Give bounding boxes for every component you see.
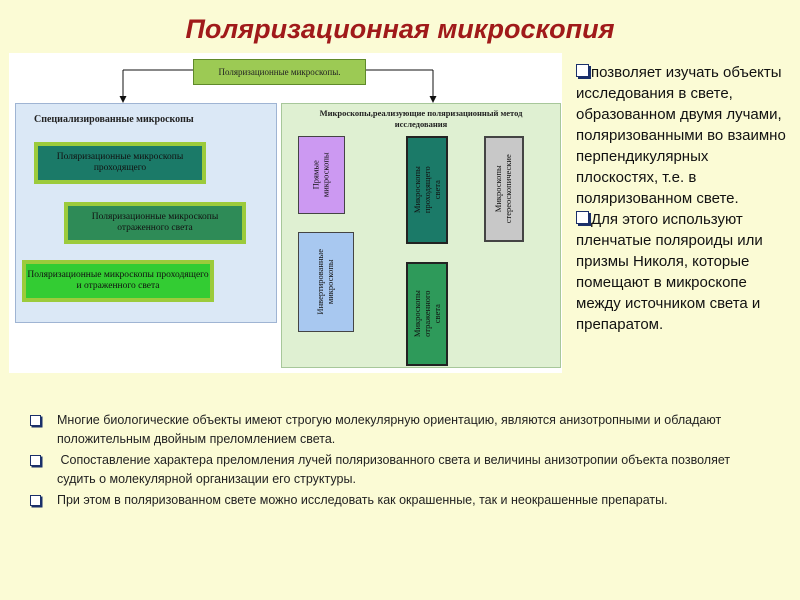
inverted-microscopes-box: Инвертированные микроскопы	[298, 232, 354, 332]
list-item: Многие биологические объекты имеют строг…	[30, 411, 770, 449]
description-text: позволяет изучать объекты исследования в…	[576, 64, 786, 207]
bullet-list: Многие биологические объекты имеют строг…	[30, 411, 770, 512]
specialized-microscopes-group: Специализированные микроскопы Поляризаци…	[15, 103, 277, 323]
transmitted-reflected-polarization-label: Поляризационные микроскопы проходящего и…	[26, 264, 210, 298]
checkbox-bullet-icon	[576, 64, 589, 77]
description-item: Для этого используют пленчатые поляроиды…	[576, 209, 794, 335]
page-title: Поляризационная микроскопия	[185, 14, 615, 44]
stereo-microscopes-label: Микроскопы стереоскопические	[493, 154, 514, 224]
list-item-text: При этом в поляризованном свете можно ис…	[57, 493, 668, 507]
direct-microscopes-label: Прямые микроскопы	[310, 152, 331, 198]
square-bullet-icon	[30, 495, 41, 506]
list-item: Сопоставление характера преломления луче…	[30, 451, 770, 489]
reflected-polarization-box: Поляризационные микроскопы отраженного с…	[64, 202, 246, 244]
stereo-microscopes-box: Микроскопы стереоскопические	[484, 136, 524, 242]
direct-microscopes-box: Прямые микроскопы	[298, 136, 345, 214]
list-item-text: Многие биологические объекты имеют строг…	[57, 413, 722, 446]
transmitted-light-box: Микроскопы проходящего света	[406, 136, 448, 244]
description-block: позволяет изучать объекты исследования в…	[576, 62, 794, 335]
specialized-microscopes-header: Специализированные микроскопы	[34, 114, 194, 125]
inverted-microscopes-label: Инвертированные микроскопы	[315, 249, 335, 315]
list-item: При этом в поляризованном свете можно ис…	[30, 491, 770, 510]
checkbox-bullet-icon	[576, 211, 589, 224]
reflected-light-box: Микроскопы отраженного света	[406, 262, 448, 366]
polarization-method-header: Микроскопы,реализующие поляризационный м…	[286, 108, 556, 130]
description-item: позволяет изучать объекты исследования в…	[576, 62, 794, 209]
description-text: Для этого используют пленчатые поляроиды…	[576, 211, 763, 333]
reflected-light-label: Микроскопы отраженного света	[411, 290, 441, 338]
list-item-text: Сопоставление характера преломления луче…	[57, 453, 734, 486]
polarization-diagram: Поляризационные микроскопы. Специализиро…	[9, 53, 562, 373]
polarization-microscopes-box: Поляризационные микроскопы.	[193, 59, 366, 85]
transmitted-polarization-label: Поляризационные микроскопы проходящего	[38, 146, 202, 180]
transmitted-reflected-polarization-box: Поляризационные микроскопы проходящего и…	[22, 260, 214, 302]
reflected-polarization-label: Поляризационные микроскопы отраженного с…	[68, 206, 242, 240]
square-bullet-icon	[30, 415, 41, 426]
transmitted-light-label: Микроскопы проходящего света	[411, 166, 441, 214]
transmitted-polarization-box: Поляризационные микроскопы проходящего	[34, 142, 206, 184]
square-bullet-icon	[30, 455, 41, 466]
polarization-method-header-line2: исследования	[394, 119, 448, 129]
polarization-method-group: Микроскопы,реализующие поляризационный м…	[281, 103, 561, 368]
polarization-method-header-line1: Микроскопы,реализующие поляризационный м…	[319, 108, 523, 118]
